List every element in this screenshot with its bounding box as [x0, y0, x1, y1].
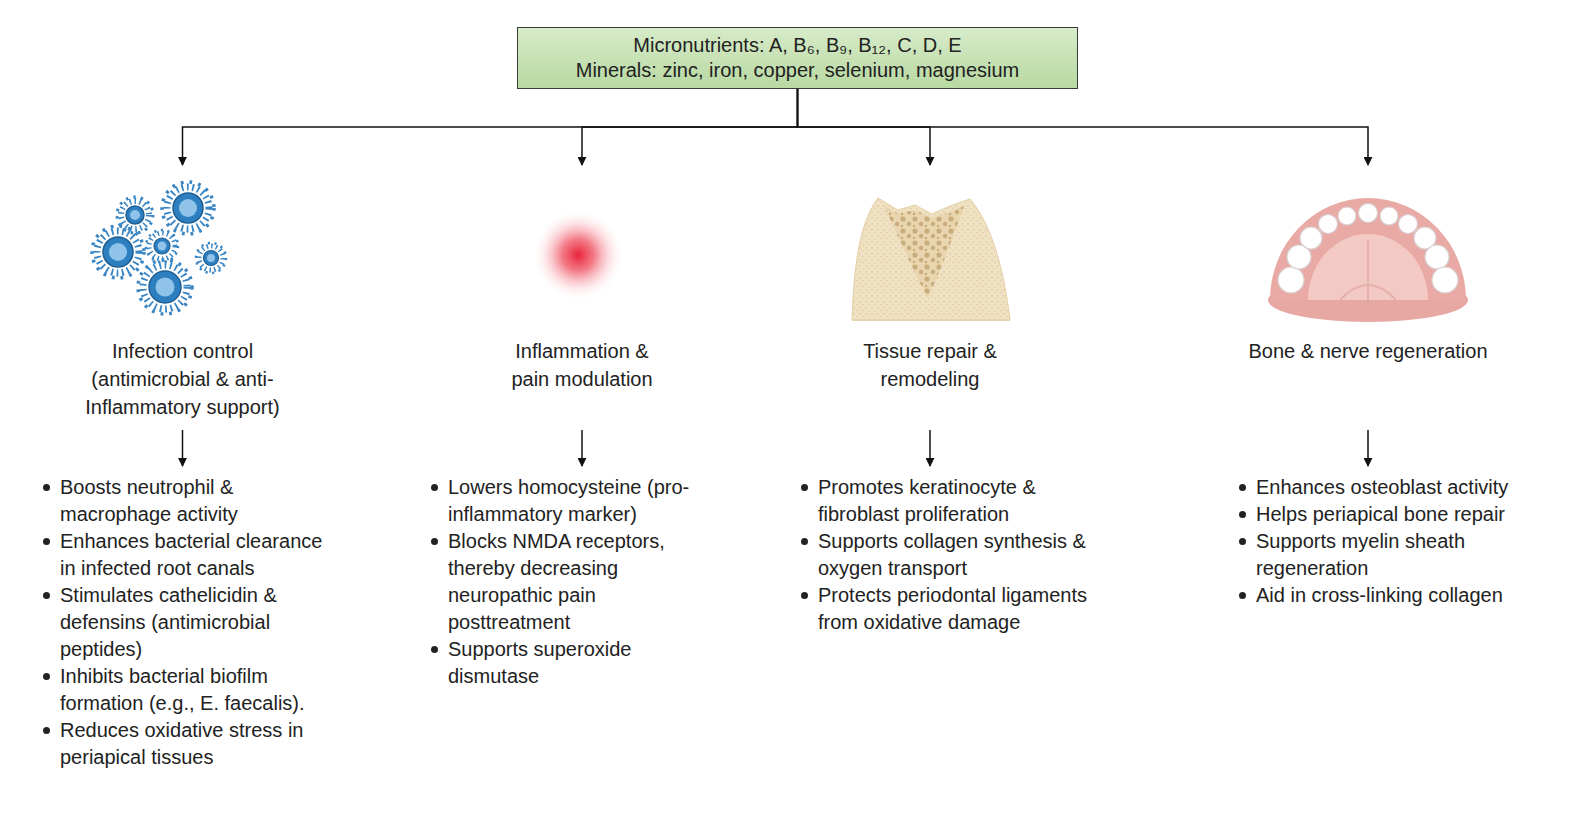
category-heading: Inflammation & pain modulation [497, 165, 667, 430]
effect-list: Boosts neutrophil & macrophage activityE… [40, 466, 340, 771]
bullet-item: Blocks NMDA receptors, thereby decreasin… [428, 528, 703, 636]
bullet-item: Enhances bacterial clearance in infected… [40, 528, 340, 582]
heading-text: Tissue repair & remodeling [845, 337, 1015, 393]
bone-section [852, 198, 1010, 320]
bullet-item: Inhibits bacterial biofilm formation (e.… [40, 663, 340, 717]
arrow-connector [798, 89, 1369, 165]
bullet-item: Supports myelin sheath regeneration [1236, 528, 1541, 582]
bullet-item: Protects periodontal ligaments from oxid… [798, 582, 1113, 636]
bullet-item: Supports collagen synthesis & oxygen tra… [798, 528, 1113, 582]
inflammation-glow [532, 209, 624, 301]
effect-list: Enhances osteoblast activityHelps periap… [1236, 466, 1541, 609]
arrow-connector [183, 89, 798, 165]
heading-text: Inflammation & pain modulation [497, 337, 667, 393]
arrow-connector [582, 89, 798, 165]
effect-list: Lowers homocysteine (pro-inflammatory ma… [428, 466, 703, 690]
bullet-item: Aid in cross-linking collagen [1236, 582, 1541, 609]
heading-text: Infection control (antimicrobial & anti-… [50, 337, 315, 421]
virus-cluster [92, 182, 226, 314]
category-heading: Infection control (antimicrobial & anti-… [50, 165, 315, 430]
dental-arch [1268, 198, 1468, 322]
arrow-connector [182, 430, 184, 466]
bullet-item: Enhances osteoblast activity [1236, 474, 1541, 501]
arrow-connector [929, 430, 931, 466]
source-box: Micronutrients: A, B₆, B₉, B₁₂, C, D, EM… [517, 27, 1078, 89]
category-heading: Bone & nerve regeneration [1218, 165, 1518, 430]
bullet-item: Boosts neutrophil & macrophage activity [40, 474, 340, 528]
bullet-item: Promotes keratinocyte & fibroblast proli… [798, 474, 1113, 528]
bullet-item: Helps periapical bone repair [1236, 501, 1541, 528]
category-heading: Tissue repair & remodeling [845, 165, 1015, 430]
bullet-item: Reduces oxidative stress in periapical t… [40, 717, 340, 771]
bullet-item: Stimulates cathelicidin & defensins (ant… [40, 582, 340, 663]
arrow-connector [1367, 430, 1369, 466]
effect-list: Promotes keratinocyte & fibroblast proli… [798, 466, 1113, 636]
heading-text: Bone & nerve regeneration [1218, 337, 1518, 365]
box-text: Micronutrients: A, B₆, B₉, B₁₂, C, D, E [633, 33, 961, 58]
box-text: Minerals: zinc, iron, copper, selenium, … [576, 58, 1020, 83]
arrow-connector [581, 430, 583, 466]
bullet-item: Supports superoxide dismutase [428, 636, 703, 690]
bullet-item: Lowers homocysteine (pro-inflammatory ma… [428, 474, 703, 528]
